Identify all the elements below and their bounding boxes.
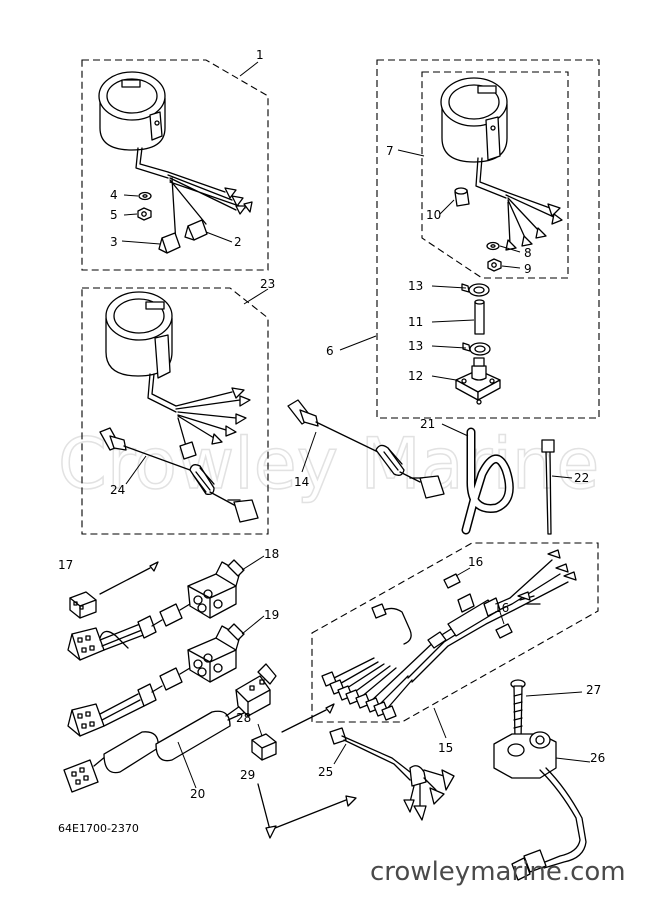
wire-harness-part-19 <box>67 623 245 737</box>
group-box-6 <box>376 59 600 419</box>
grommet-part-10 <box>454 187 470 207</box>
trim-sender-part-26 <box>493 731 587 881</box>
hose-clip-part-13b <box>462 342 491 356</box>
hose-part-21 <box>461 427 514 535</box>
pressure-sensor-part-12 <box>455 357 501 405</box>
callout-4: 4 <box>110 188 118 202</box>
callout-15: 15 <box>438 741 453 755</box>
wire-harness-part-15 <box>321 549 577 721</box>
connector-cap-part-3 <box>158 232 181 254</box>
meter-gauge-7 <box>440 77 563 251</box>
tube-part-11 <box>474 299 485 335</box>
bolt-part-27 <box>510 679 526 741</box>
washer-part-4 <box>138 191 152 201</box>
callout-26: 26 <box>590 751 605 765</box>
callout-24: 24 <box>110 483 125 497</box>
callout-6: 6 <box>326 344 334 358</box>
leader-lines <box>121 61 591 789</box>
callout-27: 27 <box>586 683 601 697</box>
diagram-code: 64E1700-2370 <box>58 822 139 835</box>
group-box-1 <box>81 59 269 271</box>
connector-cap-part-2 <box>184 219 208 241</box>
group-box-15 <box>311 542 599 723</box>
callout-16a: 16 <box>468 555 483 569</box>
callout-5: 5 <box>110 208 118 222</box>
callout-2: 2 <box>234 235 242 249</box>
connector-part-17 <box>69 561 159 619</box>
wire-harness-part-20 <box>63 663 277 793</box>
callout-21: 21 <box>420 417 435 431</box>
callout-14: 14 <box>294 475 309 489</box>
connector-part-16b <box>495 623 513 639</box>
group-box-7 <box>421 71 569 279</box>
callout-3: 3 <box>110 235 118 249</box>
nut-part-9 <box>487 258 502 272</box>
callout-12: 12 <box>408 369 423 383</box>
callout-29: 29 <box>240 768 255 782</box>
extension-harness-part-14 <box>287 399 445 499</box>
callout-28: 28 <box>236 711 251 725</box>
callout-13a: 13 <box>408 279 423 293</box>
connector-part-28 <box>251 703 335 761</box>
callout-17: 17 <box>58 558 73 572</box>
wire-harness-part-25 <box>329 727 455 821</box>
callout-11: 11 <box>408 315 423 329</box>
callout-8: 8 <box>524 246 532 260</box>
callout-25: 25 <box>318 765 333 779</box>
callout-1: 1 <box>256 48 264 62</box>
callout-22: 22 <box>574 471 589 485</box>
callout-20: 20 <box>190 787 205 801</box>
group-box-23 <box>81 287 269 535</box>
watermark: Crowley Marine <box>58 423 599 505</box>
callout-18: 18 <box>264 547 279 561</box>
callout-9: 9 <box>524 262 532 276</box>
connector-part-16a <box>443 573 461 589</box>
wire-harness-part-18 <box>67 559 245 661</box>
website-label: crowleymarine.com <box>370 857 626 887</box>
callout-13b: 13 <box>408 339 423 353</box>
callout-19: 19 <box>264 608 279 622</box>
extension-harness-part-24 <box>99 427 259 523</box>
callout-10: 10 <box>426 208 441 222</box>
callout-7: 7 <box>386 144 394 158</box>
hose-clip-part-13a <box>461 283 490 297</box>
meter-gauge-23 <box>105 291 251 460</box>
washer-part-8 <box>486 241 500 251</box>
cable-tie-part-22 <box>541 439 555 535</box>
meter-gauge-1 <box>98 71 253 245</box>
callout-23: 23 <box>260 277 275 291</box>
arrow-line-part-29 <box>257 783 357 839</box>
callout-16b: 16 <box>494 601 509 615</box>
nut-part-5 <box>137 207 152 221</box>
